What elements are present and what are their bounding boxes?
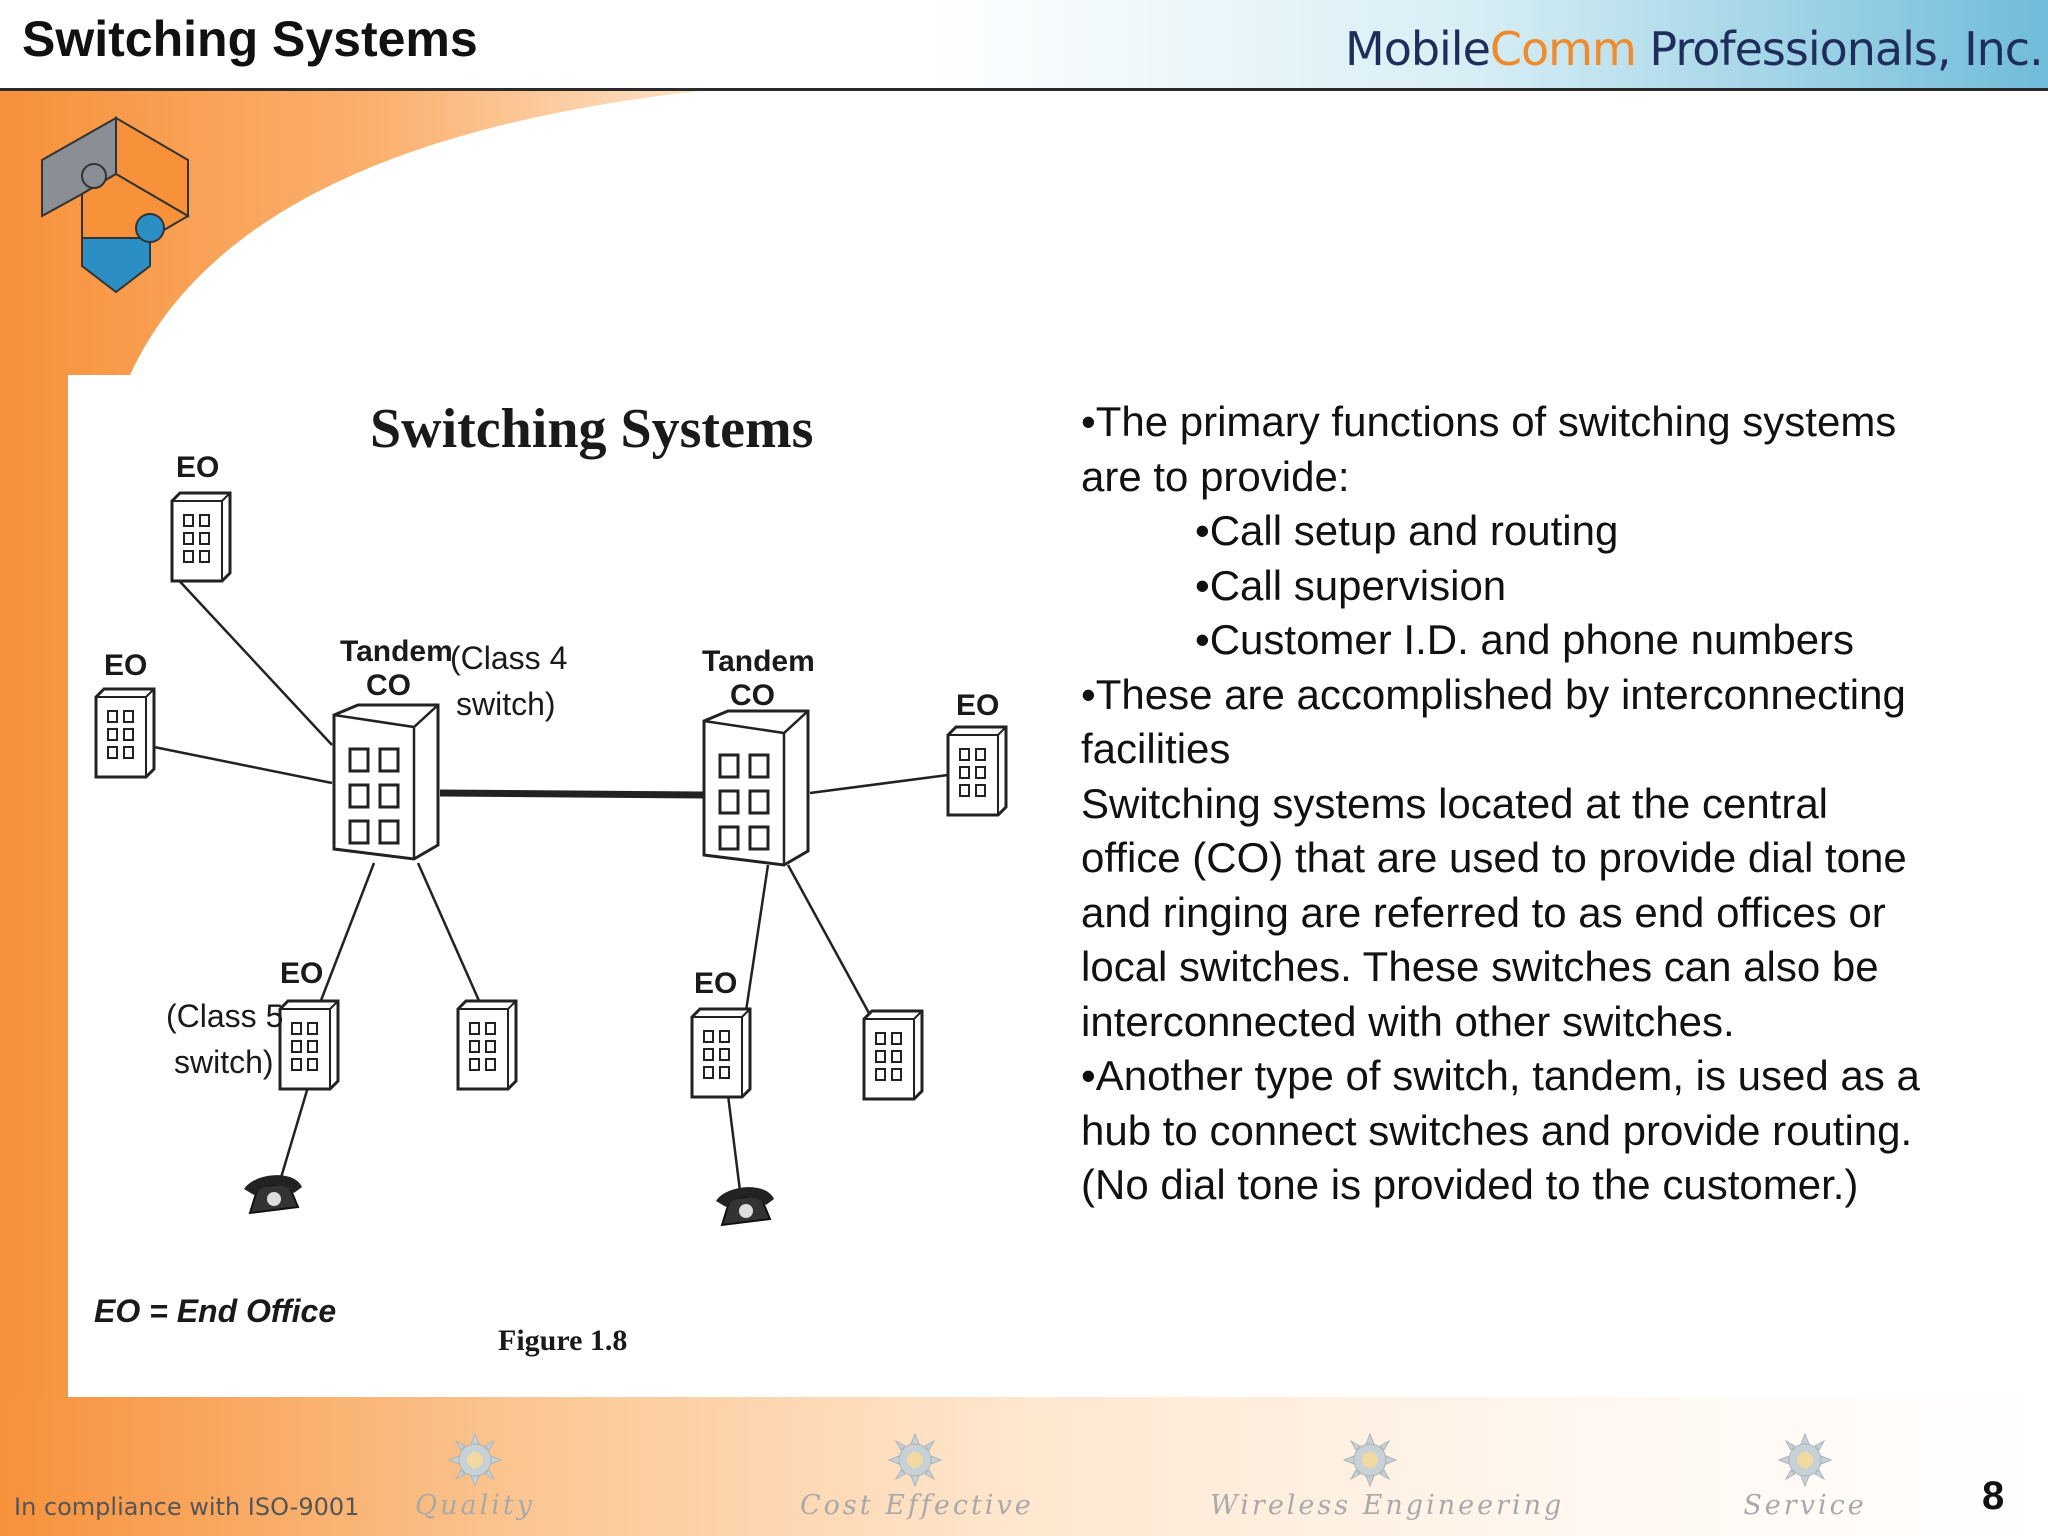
header-bar: Switching Systems MobileComm Professiona… — [0, 0, 2048, 91]
class5-label: switch) — [174, 1044, 274, 1080]
body-text: •The primary functions of switching syst… — [1081, 395, 2021, 1213]
body-bullet: •Customer I.D. and phone numbers — [1195, 616, 1855, 663]
body-line: local switches. These switches can also … — [1081, 943, 1879, 990]
iso-compliance-text: In compliance with ISO-9001 — [14, 1493, 360, 1521]
figure-legend: EO = End Office — [94, 1293, 336, 1329]
switching-systems-diagram: Switching Systems EO EO Tandem CO (Class… — [94, 398, 1008, 1357]
footer-label: Cost Effective — [800, 1490, 1034, 1521]
footer-label: Wireless Engineering — [1210, 1490, 1565, 1521]
telephone-icon — [715, 1186, 775, 1226]
body-line: interconnected with other switches. — [1081, 997, 1735, 1045]
footer-item-quality: Quality — [395, 1432, 555, 1521]
co-label: CO — [366, 669, 411, 702]
end-office-building-icon — [94, 687, 156, 779]
body-line: •The primary functions of switching syst… — [1081, 398, 1897, 445]
brand-suffix: Professionals, Inc. — [1635, 22, 2043, 76]
body-line: •Another type of switch, tandem, is used… — [1081, 1052, 1920, 1099]
footer-label: Quality — [415, 1490, 535, 1521]
end-office-building-icon — [946, 725, 1008, 817]
body-line: facilities — [1081, 725, 1231, 772]
gear-icon — [1777, 1432, 1833, 1488]
footer-label: Service — [1743, 1490, 1867, 1521]
gear-icon — [447, 1432, 503, 1488]
body-line: are to provide: — [1081, 452, 1350, 500]
page-title: Switching Systems — [22, 11, 478, 67]
figure-title: Switching Systems — [370, 398, 813, 460]
figure-caption: Figure 1.8 — [498, 1324, 627, 1357]
body-line: (No dial tone is provided to the custome… — [1081, 1161, 1859, 1208]
brand-accent: Comm — [1489, 22, 1637, 76]
end-office-building-icon — [170, 491, 232, 583]
class5-label: (Class 5 — [166, 998, 283, 1034]
tandem-label: Tandem — [340, 635, 453, 668]
connection-lines — [153, 572, 949, 1192]
end-office-building-icon — [862, 1009, 924, 1101]
body-line: and ringing are referred to as end offic… — [1081, 888, 1886, 936]
body-line: hub to connect switches and provide rout… — [1081, 1106, 1913, 1154]
body-line: Switching systems located at the central — [1081, 779, 1829, 827]
content-panel — [68, 375, 2028, 1397]
footer-item-service: Service — [1735, 1432, 1875, 1521]
tandem-label: Tandem — [702, 645, 815, 678]
brand-logo-text: MobileComm Professionals, Inc. — [1345, 22, 2044, 76]
eo-label: EO — [280, 957, 323, 990]
footer-item-cost-effective: Cost Effective — [800, 1432, 1034, 1521]
body-bullet: •Call setup and routing — [1195, 507, 1619, 554]
gear-icon — [1342, 1432, 1398, 1488]
eo-label: EO — [104, 649, 147, 682]
puzzle-logo-icon — [41, 116, 190, 294]
gear-icon — [887, 1432, 943, 1488]
page-number: 8 — [1982, 1474, 2005, 1518]
co-label: CO — [730, 679, 775, 712]
footer-band — [0, 1397, 2048, 1536]
body-line: •These are accomplished by interconnecti… — [1081, 670, 1906, 718]
end-office-building-icon — [690, 1007, 752, 1099]
eo-label: EO — [176, 451, 219, 484]
tandem-co-building-icon — [332, 703, 440, 861]
class4-label: switch) — [456, 686, 556, 722]
tandem-co-building-icon — [702, 709, 810, 867]
class4-label: (Class 4 — [450, 640, 567, 676]
end-office-building-icon — [278, 999, 340, 1091]
body-line: office (CO) that are used to provide dia… — [1081, 834, 1907, 881]
telephone-icon — [243, 1174, 303, 1214]
brand-prefix: Mobile — [1345, 22, 1491, 76]
body-bullet: •Call supervision — [1195, 561, 1507, 609]
eo-label: EO — [694, 967, 737, 1000]
end-office-building-icon — [456, 999, 518, 1091]
footer-item-wireless-engineering: Wireless Engineering — [1210, 1432, 1565, 1521]
eo-label: EO — [956, 689, 999, 722]
